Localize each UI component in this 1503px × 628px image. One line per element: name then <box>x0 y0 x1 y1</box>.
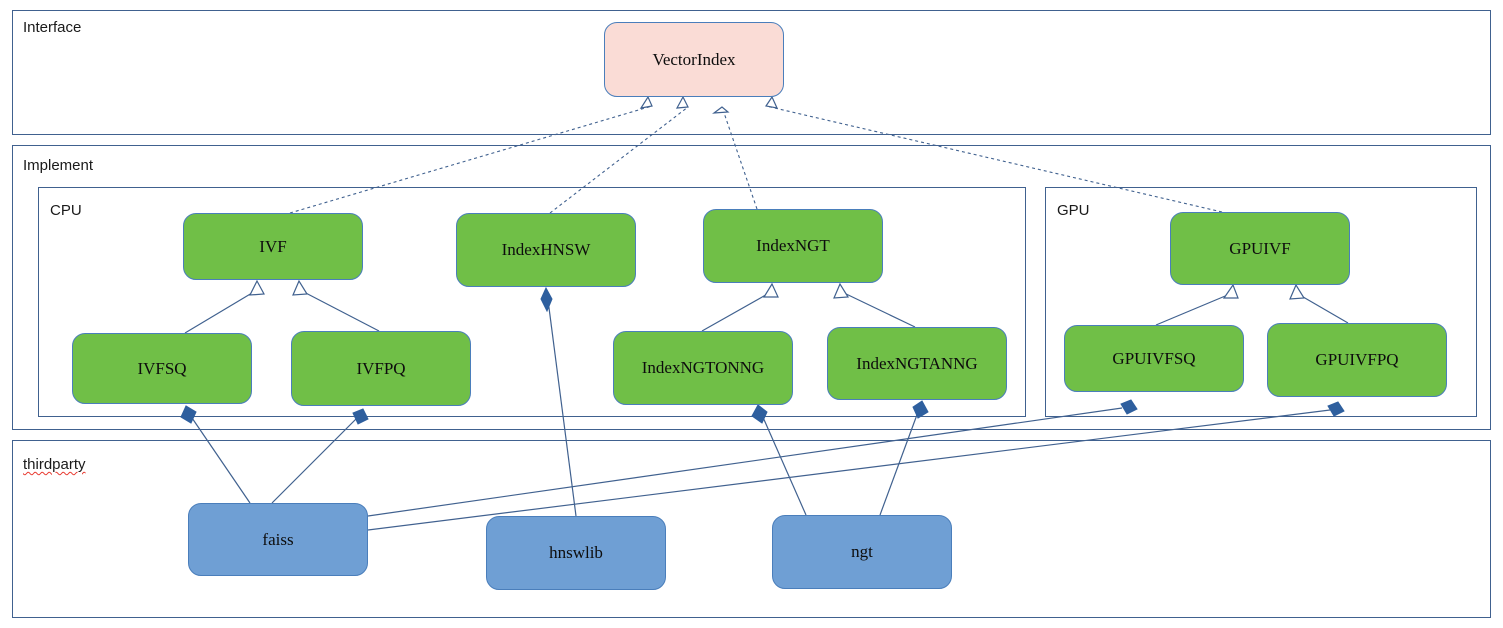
container-interface <box>12 10 1491 135</box>
node-label-gpuivf: GPUIVF <box>1229 238 1291 258</box>
edge-gpuivf-to-vectorindex <box>764 95 1223 213</box>
edge-indexngtanng-to-indexngt <box>833 282 916 328</box>
edge-hnswlib-to-indexhnsw <box>540 286 577 517</box>
node-label-indexngtonng: IndexNGTONNG <box>641 358 765 377</box>
node-indexngt[interactable]: IndexNGT <box>703 209 883 283</box>
node-gpuivfpq[interactable]: GPUIVFPQ <box>1267 323 1447 397</box>
node-ivfsq[interactable]: IVFSQ <box>72 333 252 404</box>
edge-ngt-to-indexngtanng <box>879 400 929 516</box>
node-faiss[interactable]: faiss <box>188 503 368 576</box>
node-indexngtonng[interactable]: IndexNGTONNG <box>613 331 793 405</box>
node-label-hnswlib: hnswlib <box>549 543 603 562</box>
edge-indexhnsw-to-vectorindex <box>549 95 689 214</box>
node-vectorindex[interactable]: VectorIndex <box>604 22 784 97</box>
node-label-ngt: ngt <box>851 542 873 561</box>
node-gpuivfsq[interactable]: GPUIVFSQ <box>1064 325 1244 392</box>
edge-faiss-to-gpuivfsq <box>367 399 1138 517</box>
edge-faiss-to-ivfsq <box>180 405 251 504</box>
edge-ivfpq-to-ivf <box>292 279 380 332</box>
edge-faiss-to-ivfpq <box>271 408 369 504</box>
node-indexhnsw[interactable]: IndexHNSW <box>456 213 636 287</box>
container-label-gpu: GPU <box>1057 202 1090 219</box>
container-gpu <box>1045 187 1477 417</box>
container-label-cpu: CPU <box>50 202 82 219</box>
node-ngt[interactable]: ngt <box>772 515 952 589</box>
edge-ngt-to-indexngtonng <box>751 404 807 516</box>
container-implement <box>12 145 1491 430</box>
container-label-thirdparty: thirdparty <box>23 456 86 473</box>
container-cpu <box>38 187 1026 417</box>
edge-faiss-to-gpuivfpq <box>367 401 1345 531</box>
node-label-gpuivfpq: GPUIVFPQ <box>1315 350 1399 369</box>
node-label-indexngt: IndexNGT <box>756 236 830 255</box>
node-label-ivf: IVF <box>259 236 287 256</box>
node-label-indexngtanng: IndexNGTANNG <box>856 353 978 373</box>
container-label-implement: Implement <box>23 157 94 174</box>
node-ivfpq[interactable]: IVFPQ <box>291 331 471 406</box>
node-label-ivfsq: IVFSQ <box>137 358 187 378</box>
edge-gpuivfsq-to-gpuivf <box>1155 283 1239 326</box>
node-label-vectorindex: VectorIndex <box>652 49 736 69</box>
edge-gpuivfpq-to-gpuivf <box>1289 283 1349 324</box>
node-label-faiss: faiss <box>262 529 294 549</box>
node-indexngtanng[interactable]: IndexNGTANNG <box>827 327 1007 400</box>
container-thirdparty <box>12 440 1491 618</box>
node-gpuivf[interactable]: GPUIVF <box>1170 212 1350 285</box>
node-label-gpuivfsq: GPUIVFSQ <box>1112 348 1196 368</box>
node-label-ivfpq: IVFPQ <box>356 358 406 378</box>
edge-ivfsq-to-ivf <box>184 279 265 334</box>
node-label-indexhnsw: IndexHNSW <box>501 240 591 259</box>
edge-indexngt-to-vectorindex <box>712 106 758 210</box>
container-label-interface: Interface <box>23 19 82 36</box>
node-hnswlib[interactable]: hnswlib <box>486 516 666 590</box>
edge-ivf-to-vectorindex <box>289 95 653 214</box>
node-ivf[interactable]: IVF <box>183 213 363 280</box>
edge-indexngtonng-to-indexngt <box>701 282 779 332</box>
